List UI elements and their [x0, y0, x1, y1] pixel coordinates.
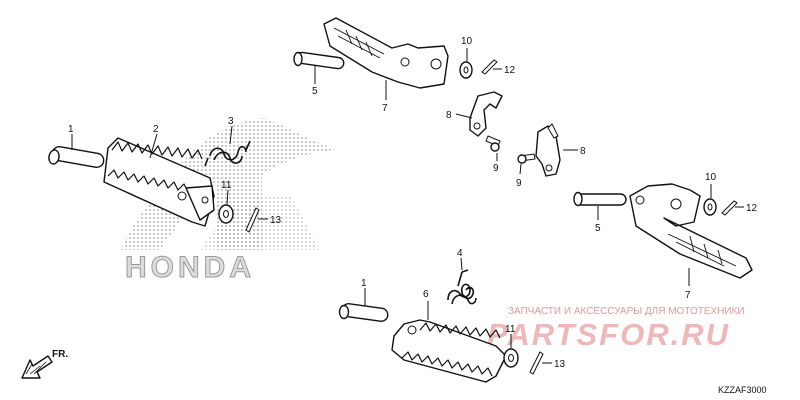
label-11-lower: 11	[505, 324, 516, 335]
spring-part-3	[204, 140, 251, 167]
label-9-right: 9	[516, 178, 522, 189]
washer-part-10-upper	[459, 61, 473, 79]
label-13-lower: 13	[554, 359, 566, 370]
clamp-part-8-right	[535, 123, 561, 177]
label-11-left: 11	[221, 180, 232, 191]
label-9-left: 9	[493, 163, 499, 174]
label-3: 3	[228, 116, 234, 127]
diagram-code: KZZAF3000	[718, 385, 767, 395]
pin-part-1-lower	[338, 302, 389, 322]
bolt-part-9-right	[517, 153, 536, 164]
bolt-part-5-upper	[293, 51, 345, 70]
honda-wordmark: HONDA	[125, 251, 255, 284]
footpeg-part-2	[103, 137, 215, 227]
site-tagline: ЗАПЧАСТИ И АКСЕССУАРЫ ДЛЯ МОТОТЕХНИКИ	[508, 306, 745, 317]
label-12-upper: 12	[504, 65, 516, 76]
label-12-right: 12	[746, 203, 758, 214]
label-6: 6	[423, 289, 429, 300]
bracket-part-7-right	[629, 183, 753, 279]
site-logo: PARTSFOR.RU	[487, 317, 730, 352]
washer-part-11-lower	[503, 348, 519, 368]
label-10-upper: 10	[461, 36, 473, 47]
footpeg-part-6	[391, 319, 507, 383]
bolt-part-5-right	[573, 191, 627, 207]
label-8-left: 8	[446, 110, 452, 121]
cotter-pin-part-13-lower	[529, 351, 544, 375]
label-4: 4	[457, 248, 463, 259]
cotter-pin-part-12-upper	[481, 59, 498, 75]
label-1-left: 1	[68, 124, 74, 135]
label-8-right: 8	[580, 146, 586, 157]
bracket-part-7-upper	[323, 17, 449, 89]
washer-part-10-right	[703, 198, 717, 216]
cotter-pin-part-13-left	[245, 207, 260, 233]
label-7-right: 7	[685, 290, 691, 301]
front-direction-arrow	[21, 355, 53, 379]
label-7-upper: 7	[382, 103, 388, 114]
spring-part-4	[447, 269, 477, 305]
washer-part-11-left	[218, 204, 234, 224]
label-1-lower: 1	[361, 278, 367, 289]
front-direction-label: FR.	[52, 349, 68, 360]
label-5-upper: 5	[312, 86, 318, 97]
pin-part-1-left	[48, 146, 105, 168]
label-2: 2	[153, 124, 159, 135]
clamp-part-8-left	[469, 91, 503, 137]
cotter-pin-part-12-right	[721, 200, 738, 216]
bolt-part-9-left	[485, 135, 501, 152]
label-5-right: 5	[595, 223, 601, 234]
label-10-right: 10	[705, 172, 717, 183]
label-13-left: 13	[270, 215, 282, 226]
